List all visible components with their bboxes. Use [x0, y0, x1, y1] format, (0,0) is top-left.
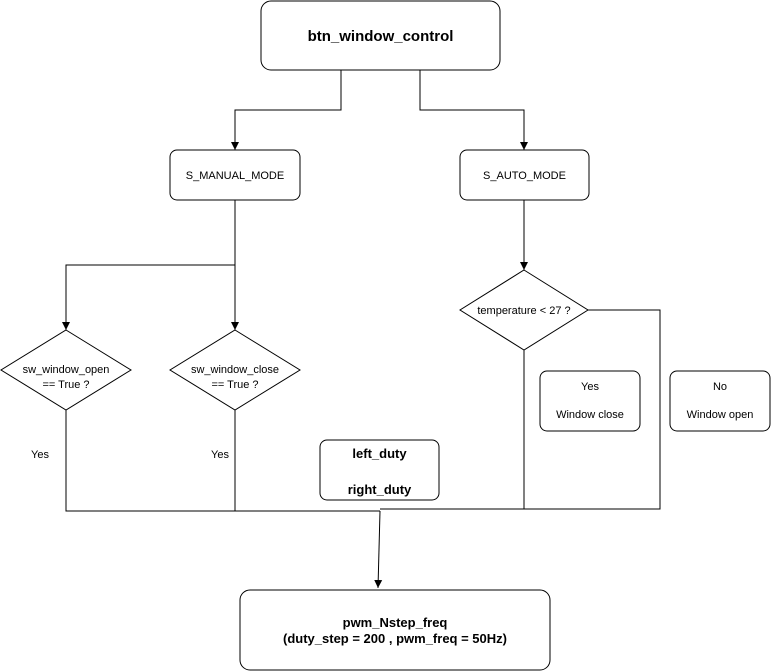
- node-duty-line1: left_duty: [352, 446, 407, 461]
- node-sw-close-line1: sw_window_close: [191, 364, 279, 376]
- node-yes-window-close-line1: Yes: [581, 381, 599, 393]
- node-duty: left_duty right_duty: [319, 439, 440, 501]
- edge-label-close-yes: Yes: [211, 449, 229, 461]
- node-pwm: pwm_Nstep_freq (duty_step = 200 , pwm_fr…: [239, 589, 551, 671]
- node-sw-open-line1: sw_window_open: [23, 364, 110, 376]
- node-no-window-open: No Window open: [669, 370, 771, 432]
- edge-root-to-auto: [419, 70, 528, 150]
- edge-bus-to-pwm: [374, 510, 383, 589]
- node-sw-open-line2: == True ?: [42, 379, 89, 391]
- node-manual-mode-label: S_MANUAL_MODE: [186, 170, 284, 182]
- node-root-label: btn_window_control: [308, 28, 454, 45]
- node-auto-mode: S_AUTO_MODE: [459, 149, 590, 201]
- node-auto-mode-label: S_AUTO_MODE: [483, 170, 566, 182]
- node-yes-window-close-line2: Window close: [556, 409, 624, 421]
- edge-root-to-manual: [231, 70, 342, 150]
- node-manual-mode: S_MANUAL_MODE: [169, 149, 301, 201]
- connectors: [62, 70, 661, 589]
- edge-label-open-yes: Yes: [31, 449, 49, 461]
- node-pwm-line2: (duty_step = 200 , pwm_freq = 50Hz): [283, 631, 507, 646]
- node-yes-window-close: Yes Window close: [539, 370, 641, 432]
- node-sw-close-line2: == True ?: [211, 379, 258, 391]
- node-no-window-open-line2: Window open: [687, 409, 754, 421]
- node-root: btn_window_control: [260, 0, 501, 71]
- node-pwm-line1: pwm_Nstep_freq: [343, 615, 448, 630]
- edge-sw-open-yes: [65, 410, 380, 512]
- node-sw-open: sw_window_open == True ?: [0, 329, 132, 411]
- node-no-window-open-line1: No: [713, 381, 727, 393]
- node-sw-close: sw_window_close == True ?: [169, 329, 301, 411]
- node-temp-check: temperature < 27 ?: [459, 269, 589, 351]
- edge-temp-no: [524, 309, 661, 510]
- edge-manual-to-sw-open: [62, 264, 235, 330]
- node-duty-line2: right_duty: [348, 482, 412, 497]
- node-temp-check-label: temperature < 27 ?: [477, 305, 570, 317]
